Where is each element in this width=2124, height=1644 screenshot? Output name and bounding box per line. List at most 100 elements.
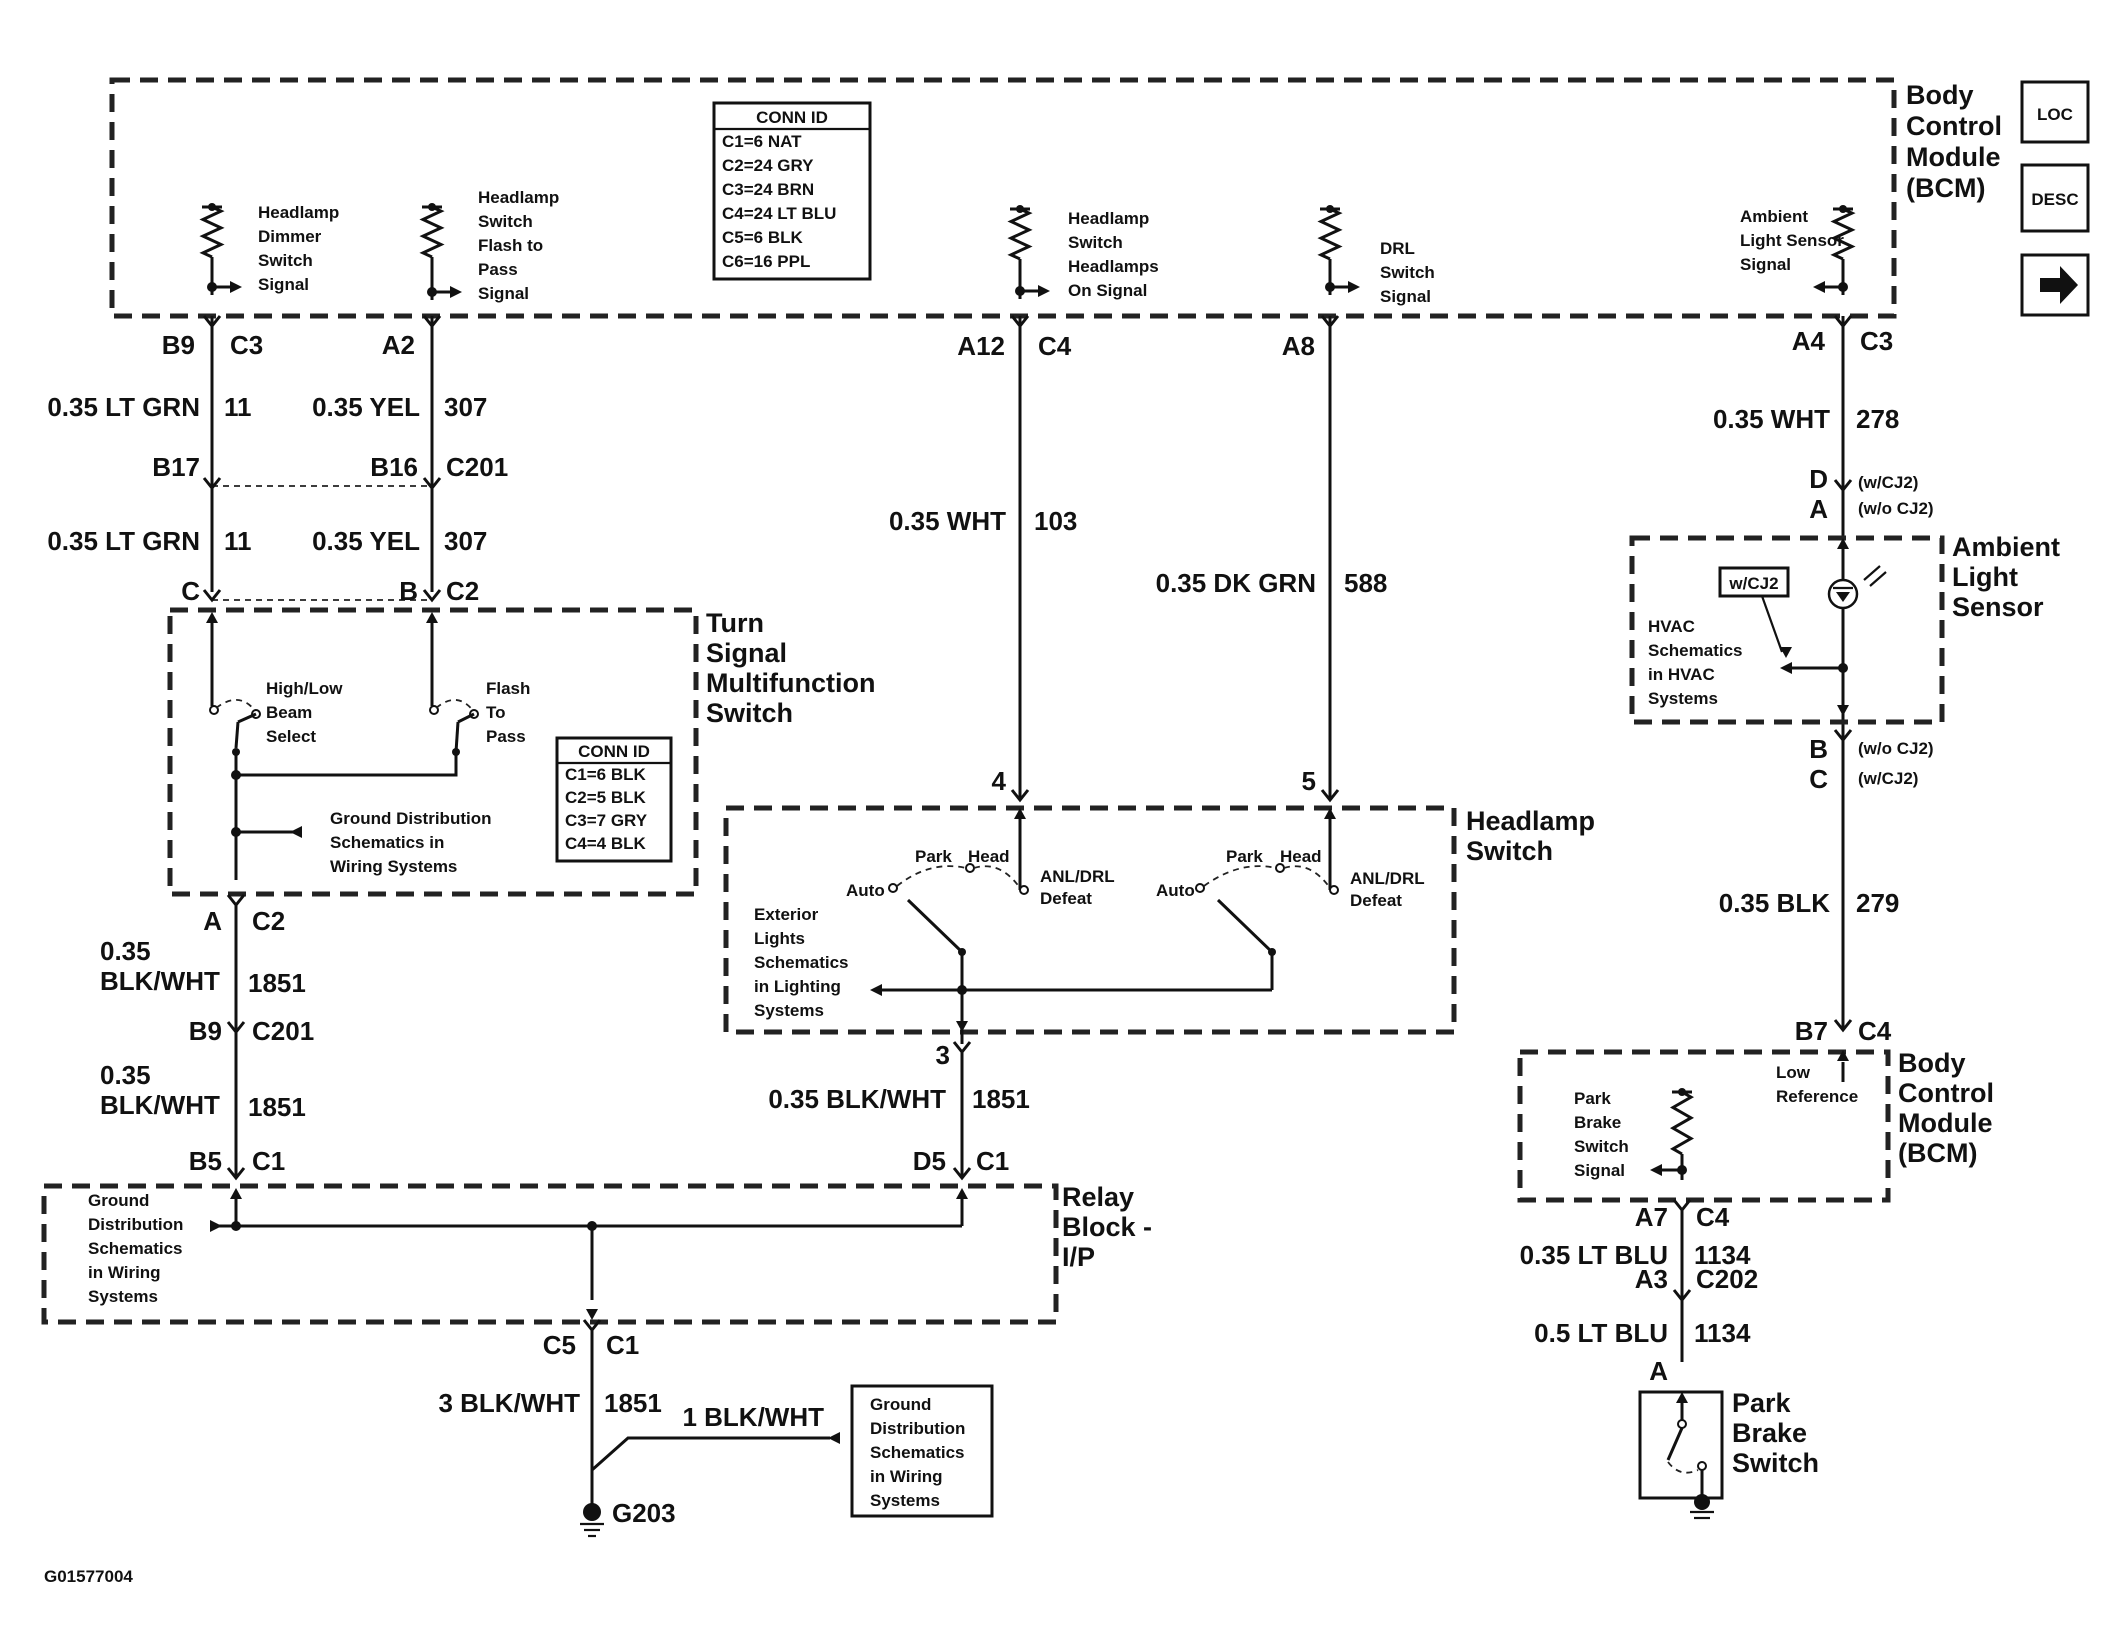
wire [1760,595,1784,653]
arrow-down-icon [1837,705,1849,716]
resistor-icon [1669,1088,1695,1156]
switch-travel-arc [215,699,257,713]
pin-b5: B5 [189,1146,222,1176]
connector-icon [1833,729,1853,743]
arrow-up-icon [1014,808,1026,819]
pin-b9: B9 [162,330,195,360]
connector-icon [1010,789,1030,803]
wire [236,752,458,777]
wire-gauge: 0.35 YEL [312,392,420,422]
wire-circuit: 11 [224,526,252,556]
loc-button[interactable] [2020,80,2090,144]
wire-circuit: 588 [1344,568,1387,598]
arrow-right-icon [210,1220,222,1232]
connector-icon [1672,1199,1692,1213]
pin-c1c: C1 [606,1330,639,1360]
pin-c2: C2 [446,576,479,606]
headlamp-switch-box [723,805,1457,1035]
conn-id-title: CONN ID [756,108,828,127]
arrow-left-icon [828,1432,840,1444]
wire-circuit: 1134 [1694,1240,1751,1270]
conn-id-row: C3=24 BRN [722,180,814,199]
splice-dot [957,985,967,995]
pin-c4b: C4 [1858,1016,1892,1046]
arrow-up-icon [206,612,218,623]
connector-icon [1672,1289,1692,1303]
arrow-left-icon [1813,281,1825,293]
switch-contact [888,883,898,893]
wcj2-box [1718,566,1790,598]
conn-id-row: C4=24 LT BLU [722,204,836,223]
pin-b: B [1809,734,1828,764]
auto-label: Auto [846,881,885,900]
head-label: Head [968,847,1010,866]
pin-c: C [1809,764,1828,794]
arrow-up-icon [1837,538,1849,549]
arrow-left-icon [870,984,882,996]
conn-id-row: C4=4 BLK [565,834,646,853]
switch-contact [1329,885,1339,895]
pin-note: (w/o CJ2) [1858,499,1934,518]
arrow-up-icon [1324,808,1336,819]
switch-blade [1216,898,1274,954]
pin-note: (w/CJ2) [1858,769,1918,788]
wire-circuit: 1134 [1694,1318,1751,1348]
pin-c2b: C2 [252,906,285,936]
desc-button[interactable] [2020,163,2090,233]
pin-a7: A7 [1635,1202,1668,1232]
pin-b9b: B9 [189,1016,222,1046]
ground-dist-box [850,1384,994,1518]
pin-note: (w/o CJ2) [1858,739,1934,758]
arrow-right-icon [1348,281,1360,293]
wire-gauge: 0.35 BLK [1719,888,1830,918]
connector-icon [952,1167,972,1181]
arrow-up-icon [230,1188,242,1199]
conn-id-row: C3=7 GRY [565,811,648,830]
resistor-icon [419,203,445,259]
arrow-right-icon [230,281,242,293]
arrow-up-icon [426,612,438,623]
connector-icon [422,477,442,491]
resistor-icon [1317,205,1343,261]
arrow-right-icon [450,286,462,298]
switch-contact [1019,885,1029,895]
ground-icon [583,1503,601,1521]
switch-travel-arc [435,699,475,713]
resistor-icon [1830,205,1856,261]
wire-circuit: 103 [1034,506,1077,536]
connector-icon [202,589,222,603]
connector-icon [226,1167,246,1181]
wire-circuit: 307 [444,526,487,556]
conn-id-title: CONN ID [578,742,650,761]
wire [591,1436,830,1472]
switch-blade [234,721,240,749]
connector-icon [1833,479,1853,493]
arrow-up-icon [1837,1050,1849,1061]
arrow-down-icon [1780,647,1792,658]
wire-gauge: 0.35 LT GRN [47,392,200,422]
arrow-right-icon [2040,266,2078,304]
desc-label: DESC [2031,190,2078,209]
arrow-down-icon [586,1309,598,1320]
pin-a-pb: A [1649,1356,1668,1386]
auto-label: Auto [1156,881,1195,900]
pin-c4c: C4 [1696,1202,1730,1232]
wire-circuit: 1851 [972,1084,1030,1114]
wire-circuit: 11 [224,392,252,422]
pin-c3: C3 [230,330,263,360]
park-label: Park [1226,847,1263,866]
pin-a: A [203,906,222,936]
